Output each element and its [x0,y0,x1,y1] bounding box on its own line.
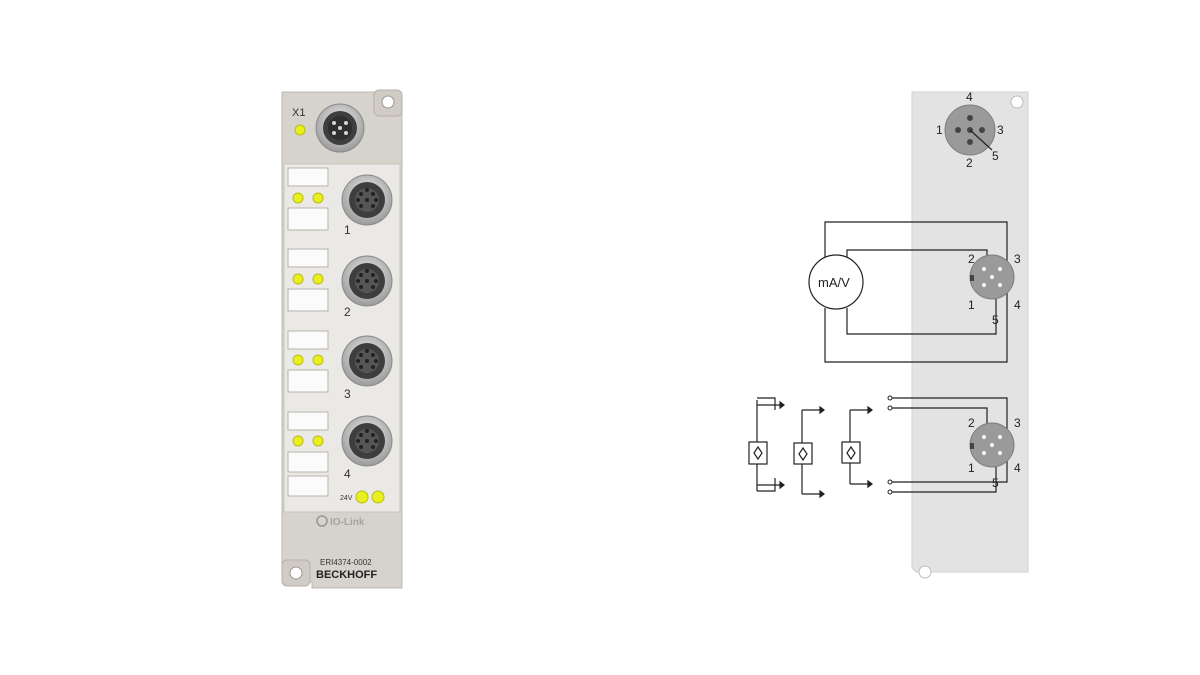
port-group-1: 1 [287,167,393,237]
port-4-connector [341,415,393,467]
pin-label: 5 [992,476,999,490]
wiring-diagram: 4 1 3 5 2 mA/V 2 3 1 5 4 [748,90,1029,579]
pin-label: 2 [966,156,973,170]
port-1-connector [341,174,393,226]
port-3-connector [341,335,393,387]
port-4-number: 4 [344,467,351,481]
x1-status-led [294,124,306,136]
pin-label: 3 [1014,252,1021,266]
port-1-led-a [292,192,304,204]
lower-port-pinout [969,422,1015,468]
port-3-number: 3 [344,387,351,401]
label-field [287,167,329,187]
mounting-hole-top [1010,95,1024,109]
pin-label: 3 [1014,416,1021,430]
io-link-logo: IO-Link [316,515,365,528]
port-group-3: 3 [287,330,393,401]
sensor-symbol [841,405,873,489]
upper-port-pinout [969,254,1015,300]
x1-power-connector [315,103,365,153]
part-number: ERI4374-0002 [320,558,372,567]
label-field [287,330,329,350]
port-4-led-a [292,435,304,447]
pin-label: 1 [968,298,975,312]
pin-label: 2 [968,416,975,430]
pin-label: 1 [936,123,943,137]
label-field [287,475,329,497]
io-link-text: IO-Link [330,517,365,528]
port-4-led-b [312,435,324,447]
label-field [287,369,329,393]
port-2-number: 2 [344,305,351,319]
pin-label: 4 [966,90,973,104]
port-3-led-b [312,354,324,366]
label-field [287,248,329,268]
pin-label: 4 [1014,298,1021,312]
pin-label: 3 [997,123,1004,137]
x1-label: X1 [292,107,305,119]
port-2-led-a [292,273,304,285]
port-2-connector [341,255,393,307]
label-field [287,451,329,473]
terminal-dots [887,395,893,495]
port-1-led-b [312,192,324,204]
sensor-symbol [748,397,785,492]
port-2-led-b [312,273,324,285]
power-connector-pinout [944,104,996,156]
io-module-illustration: X1 1 [281,89,403,589]
supply-led-a [355,490,369,504]
mav-sensor: mA/V [808,254,864,310]
label-field [287,411,329,431]
mounting-hole-bottom [281,559,311,587]
mounting-hole-bottom [918,565,932,579]
pin-label: 5 [992,313,999,327]
sensor-symbol [793,405,825,499]
supply-led-b [371,490,385,504]
pin-label: 4 [1014,461,1021,475]
pin-label: 2 [968,252,975,266]
mav-label: mA/V [818,275,850,290]
port-1-number: 1 [344,223,351,237]
port-group-4: 4 [287,411,393,481]
supply-label: 24V [340,495,353,502]
label-field [287,288,329,312]
mounting-hole-top [373,89,403,117]
pin-label: 1 [968,461,975,475]
port-3-led-a [292,354,304,366]
port-group-2: 2 [287,248,393,319]
label-field [287,207,329,231]
pin-label: 5 [992,149,999,163]
brand-logo: BECKHOFF [316,569,377,581]
